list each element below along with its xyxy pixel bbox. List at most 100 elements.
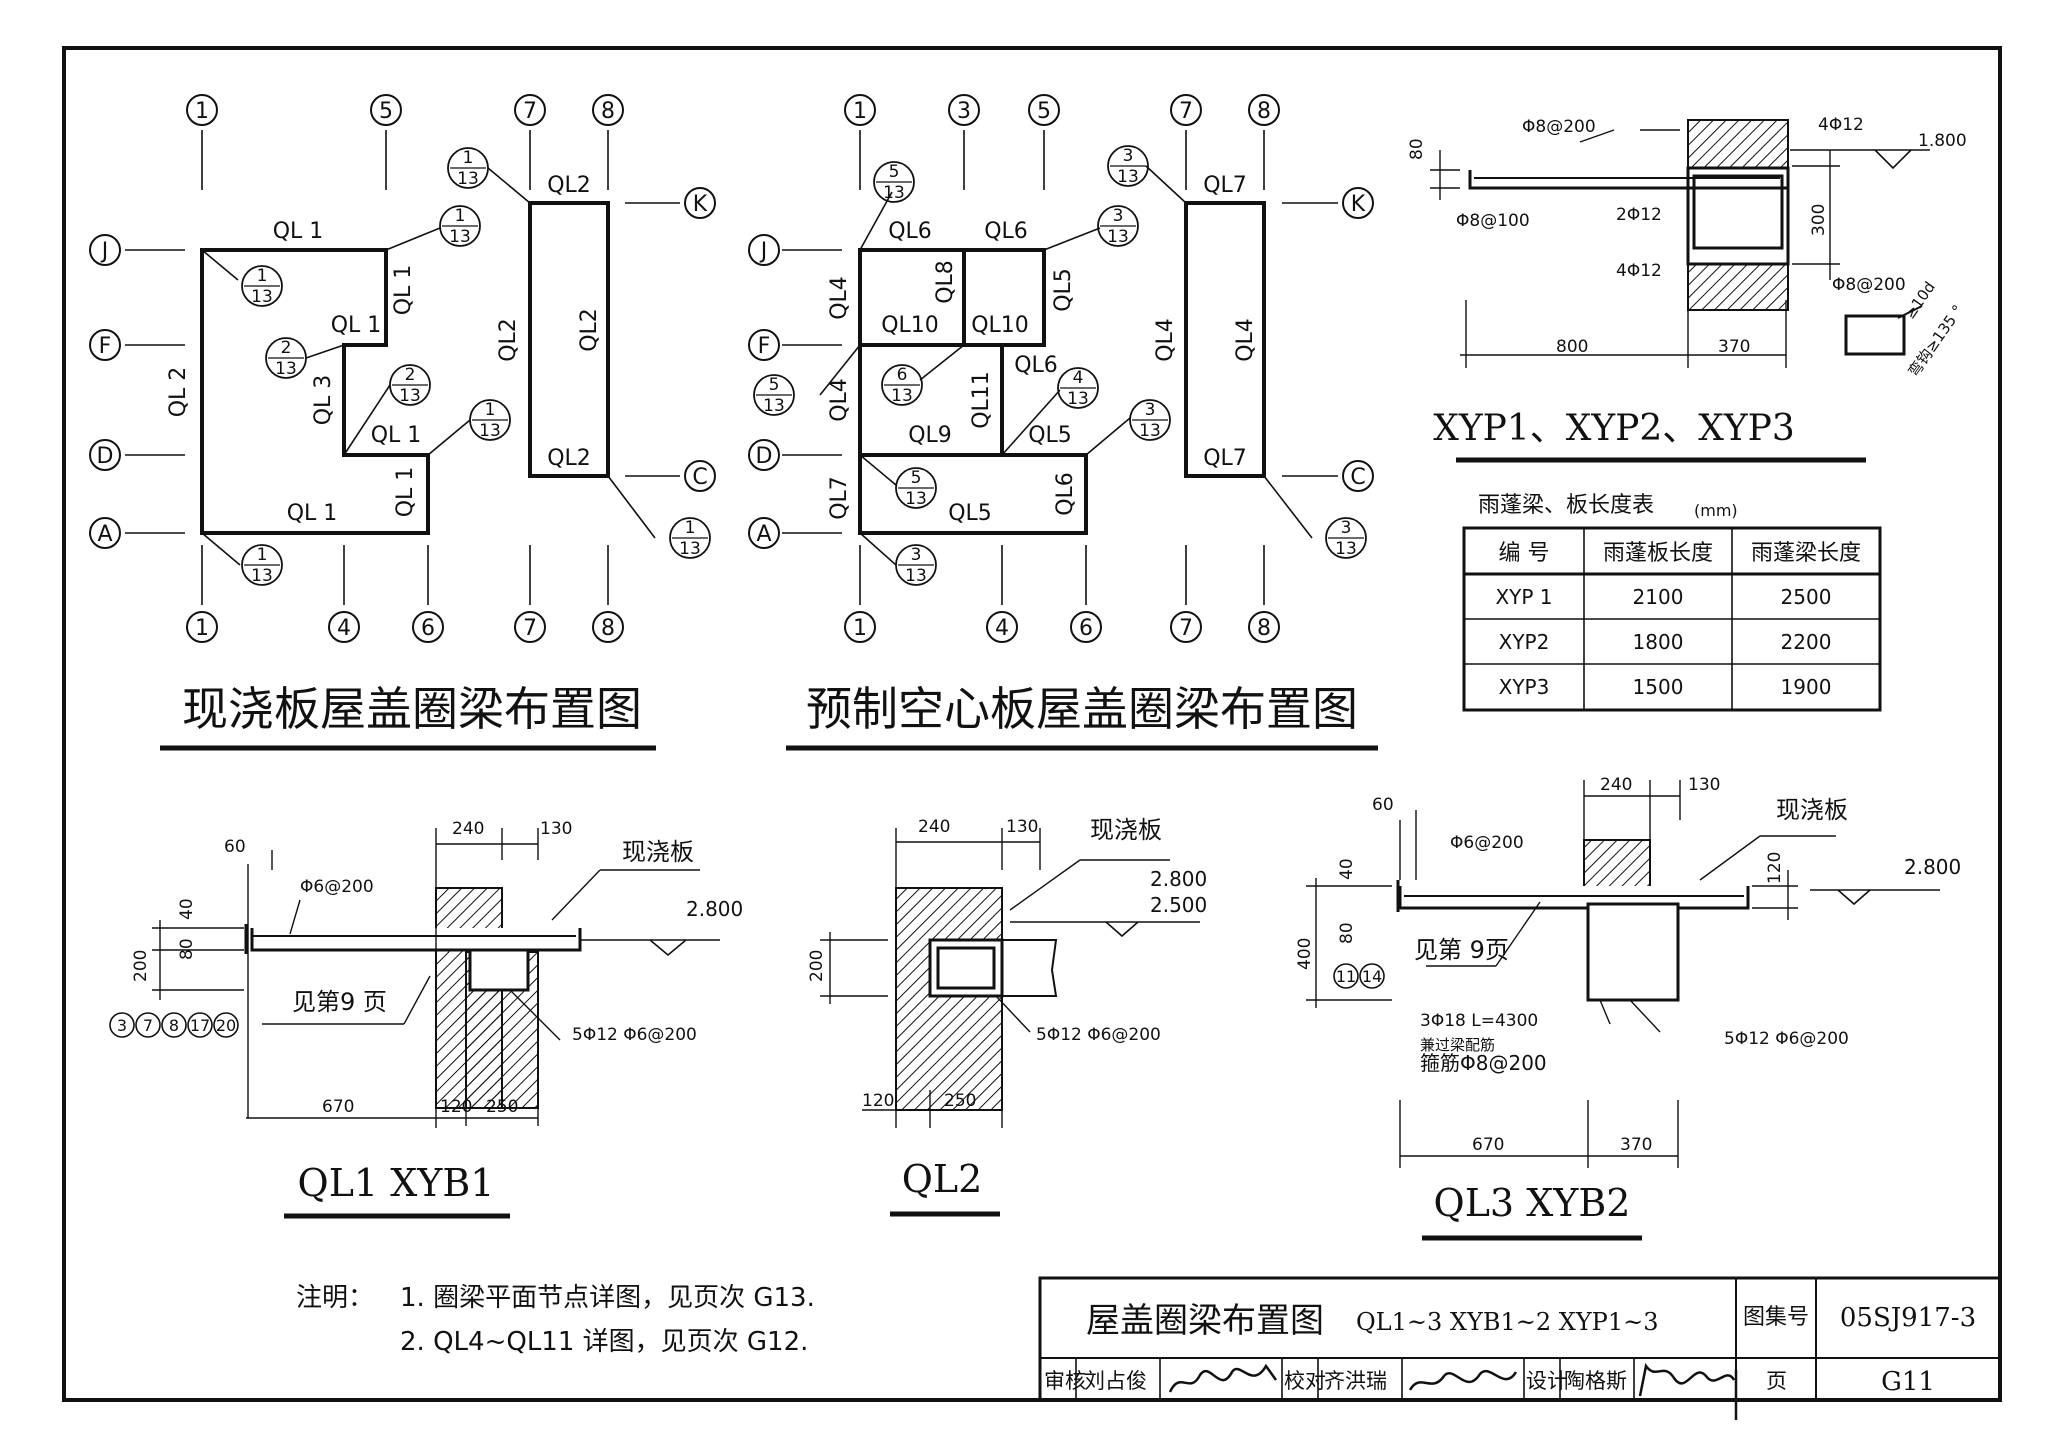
svg-text:1: 1 xyxy=(257,266,268,286)
plan2-axis-left: F xyxy=(758,334,771,359)
plan1-axis-top: 8 xyxy=(601,99,615,124)
plan2-beam-label: QL7 xyxy=(1203,173,1247,198)
svg-text:Φ6@200: Φ6@200 xyxy=(300,877,374,897)
svg-text:1: 1 xyxy=(257,545,268,565)
svg-text:≥10d: ≥10d xyxy=(1901,278,1939,322)
svg-text:40: 40 xyxy=(177,898,197,920)
svg-text:2.800: 2.800 xyxy=(1150,867,1207,891)
svg-text:13: 13 xyxy=(891,386,913,406)
sheet-frame xyxy=(62,46,2002,1402)
plan1-axis-bottom: 8 xyxy=(601,616,615,641)
title-block xyxy=(1038,1276,2002,1420)
svg-text:6: 6 xyxy=(897,365,908,385)
plan2-axis-top: 3 xyxy=(957,99,971,124)
svg-text:800: 800 xyxy=(1556,337,1588,357)
svg-text:3: 3 xyxy=(911,545,922,565)
svg-text:120: 120 xyxy=(862,1091,894,1111)
plan1-axis-right: K xyxy=(693,192,708,217)
svg-text:130: 130 xyxy=(540,819,572,839)
svg-text:17: 17 xyxy=(190,1016,210,1035)
svg-text:2.800: 2.800 xyxy=(1904,855,1961,879)
notes-prefix: 注明： xyxy=(296,1283,374,1313)
plan1-beam-label: QL2 xyxy=(547,173,591,198)
svg-text:13: 13 xyxy=(1139,421,1161,441)
plan-precast-hollow xyxy=(748,94,1374,643)
svg-text:13: 13 xyxy=(251,566,273,586)
svg-text:Φ8@100: Φ8@100 xyxy=(1456,211,1530,231)
svg-text:2Φ12: 2Φ12 xyxy=(1616,205,1662,225)
plan2-beam-label: QL5 xyxy=(1028,423,1072,448)
plan1-title: 现浇板屋盖圈梁布置图 xyxy=(182,682,642,736)
plan2-beam-label: QL5 xyxy=(1051,268,1076,312)
plan2-beam-label: QL6 xyxy=(1053,472,1078,516)
svg-text:8: 8 xyxy=(169,1016,179,1035)
plan1-axis-left: A xyxy=(97,522,112,547)
svg-text:11: 11 xyxy=(1336,967,1356,986)
svg-text:60: 60 xyxy=(1372,795,1394,815)
svg-text:370: 370 xyxy=(1620,1135,1652,1155)
svg-text:370: 370 xyxy=(1718,337,1750,357)
svg-text:Φ8@200: Φ8@200 xyxy=(1522,117,1596,137)
svg-text:80: 80 xyxy=(177,938,197,960)
plan2-axis-bottom: 6 xyxy=(1079,616,1093,641)
svg-text:Φ6@200: Φ6@200 xyxy=(1450,833,1524,853)
svg-text:5Φ12 Φ6@200: 5Φ12 Φ6@200 xyxy=(1724,1029,1849,1049)
svg-text:240: 240 xyxy=(918,817,950,837)
svg-text:670: 670 xyxy=(322,1097,354,1117)
plan1-axis-top: 7 xyxy=(523,99,537,124)
title-block-text: 屋盖圈梁布置图 QL1~3 XYB1~2 XYP1~3 图集号 05SJ917-… xyxy=(1044,1301,1976,1397)
notes-line2: 2. QL4~QL11 详图，见页次 G12. xyxy=(400,1327,808,1357)
plan1-axis-left: J xyxy=(100,239,109,264)
xyp-title: XYP1、XYP2、XYP3 xyxy=(1433,408,1795,449)
signature-checker xyxy=(1408,1369,1518,1391)
plan2-detail-refs: 513 313 513 613 413 513 313 313 313 313 xyxy=(763,146,1357,586)
svg-text:刘占俊: 刘占俊 xyxy=(1084,1369,1147,1393)
table-header: 雨蓬板长度 xyxy=(1603,541,1713,566)
table-unit: (mm) xyxy=(1694,501,1738,520)
length-table: 雨蓬梁、板长度表 (mm) 编 号 雨蓬板长度 雨蓬梁长度 XYP 1 2100… xyxy=(1462,493,1882,712)
xyp-section xyxy=(1430,119,1930,368)
svg-text:4Φ12: 4Φ12 xyxy=(1616,261,1662,281)
section-ql2-labels: 240 130 现浇板 2.800 2.500 200 5Φ12 Φ6@200 … xyxy=(807,816,1207,1111)
plan2-axis-bottom: 4 xyxy=(995,616,1009,641)
plan2-beam-label: QL7 xyxy=(1203,446,1247,471)
plan2-axis-top: 1 xyxy=(853,99,867,124)
plan2-beam-label: QL7 xyxy=(827,476,852,520)
plan2-beam-label: QL6 xyxy=(1014,353,1058,378)
section-ql3-xyb2 xyxy=(1306,780,1940,1168)
svg-text:250: 250 xyxy=(486,1097,518,1117)
svg-text:120: 120 xyxy=(1765,852,1785,884)
svg-text:3: 3 xyxy=(1341,518,1352,538)
plan1-beam-label: QL 1 xyxy=(391,265,416,316)
svg-text:4Φ12: 4Φ12 xyxy=(1818,115,1864,135)
svg-text:13: 13 xyxy=(479,421,501,441)
svg-text:3: 3 xyxy=(117,1016,127,1035)
svg-text:2: 2 xyxy=(405,365,416,385)
table-caption: 雨蓬梁、板长度表 xyxy=(1478,493,1654,518)
svg-text:5Φ12 Φ6@200: 5Φ12 Φ6@200 xyxy=(572,1025,697,1045)
section-ql3-labels: 240 130 现浇板 60 Φ6@200 120 2.800 40 80 40… xyxy=(1295,775,1961,1155)
plan1-axis-bottom: 4 xyxy=(337,616,351,641)
section-ql3-refs: 11 14 xyxy=(1336,967,1382,986)
svg-text:200: 200 xyxy=(807,950,827,982)
svg-text:7: 7 xyxy=(143,1016,153,1035)
signature-reviewer xyxy=(1168,1363,1278,1393)
svg-text:1: 1 xyxy=(485,400,496,420)
svg-text:13: 13 xyxy=(457,169,479,189)
drawing-subtitle: QL1~3 XYB1~2 XYP1~3 xyxy=(1356,1308,1658,1336)
svg-text:5: 5 xyxy=(889,162,900,182)
svg-text:2.500: 2.500 xyxy=(1150,893,1207,917)
svg-text:见第 9页: 见第 9页 xyxy=(1414,936,1509,964)
plan2-axis-top: 5 xyxy=(1037,99,1051,124)
table-cell: 1900 xyxy=(1781,675,1832,699)
plan1-axis-top: 5 xyxy=(379,99,393,124)
svg-text:3: 3 xyxy=(1113,206,1124,226)
plan1-beam-label: QL2 xyxy=(496,318,521,362)
plan1-axis-top: 1 xyxy=(195,99,209,124)
svg-text:齐洪瑞: 齐洪瑞 xyxy=(1324,1369,1387,1393)
plan1-axis-bottom: 1 xyxy=(195,616,209,641)
svg-text:13: 13 xyxy=(1107,227,1129,247)
section-ql1-title: QL1 XYB1 xyxy=(298,1161,495,1205)
table-cell: 1800 xyxy=(1633,630,1684,654)
